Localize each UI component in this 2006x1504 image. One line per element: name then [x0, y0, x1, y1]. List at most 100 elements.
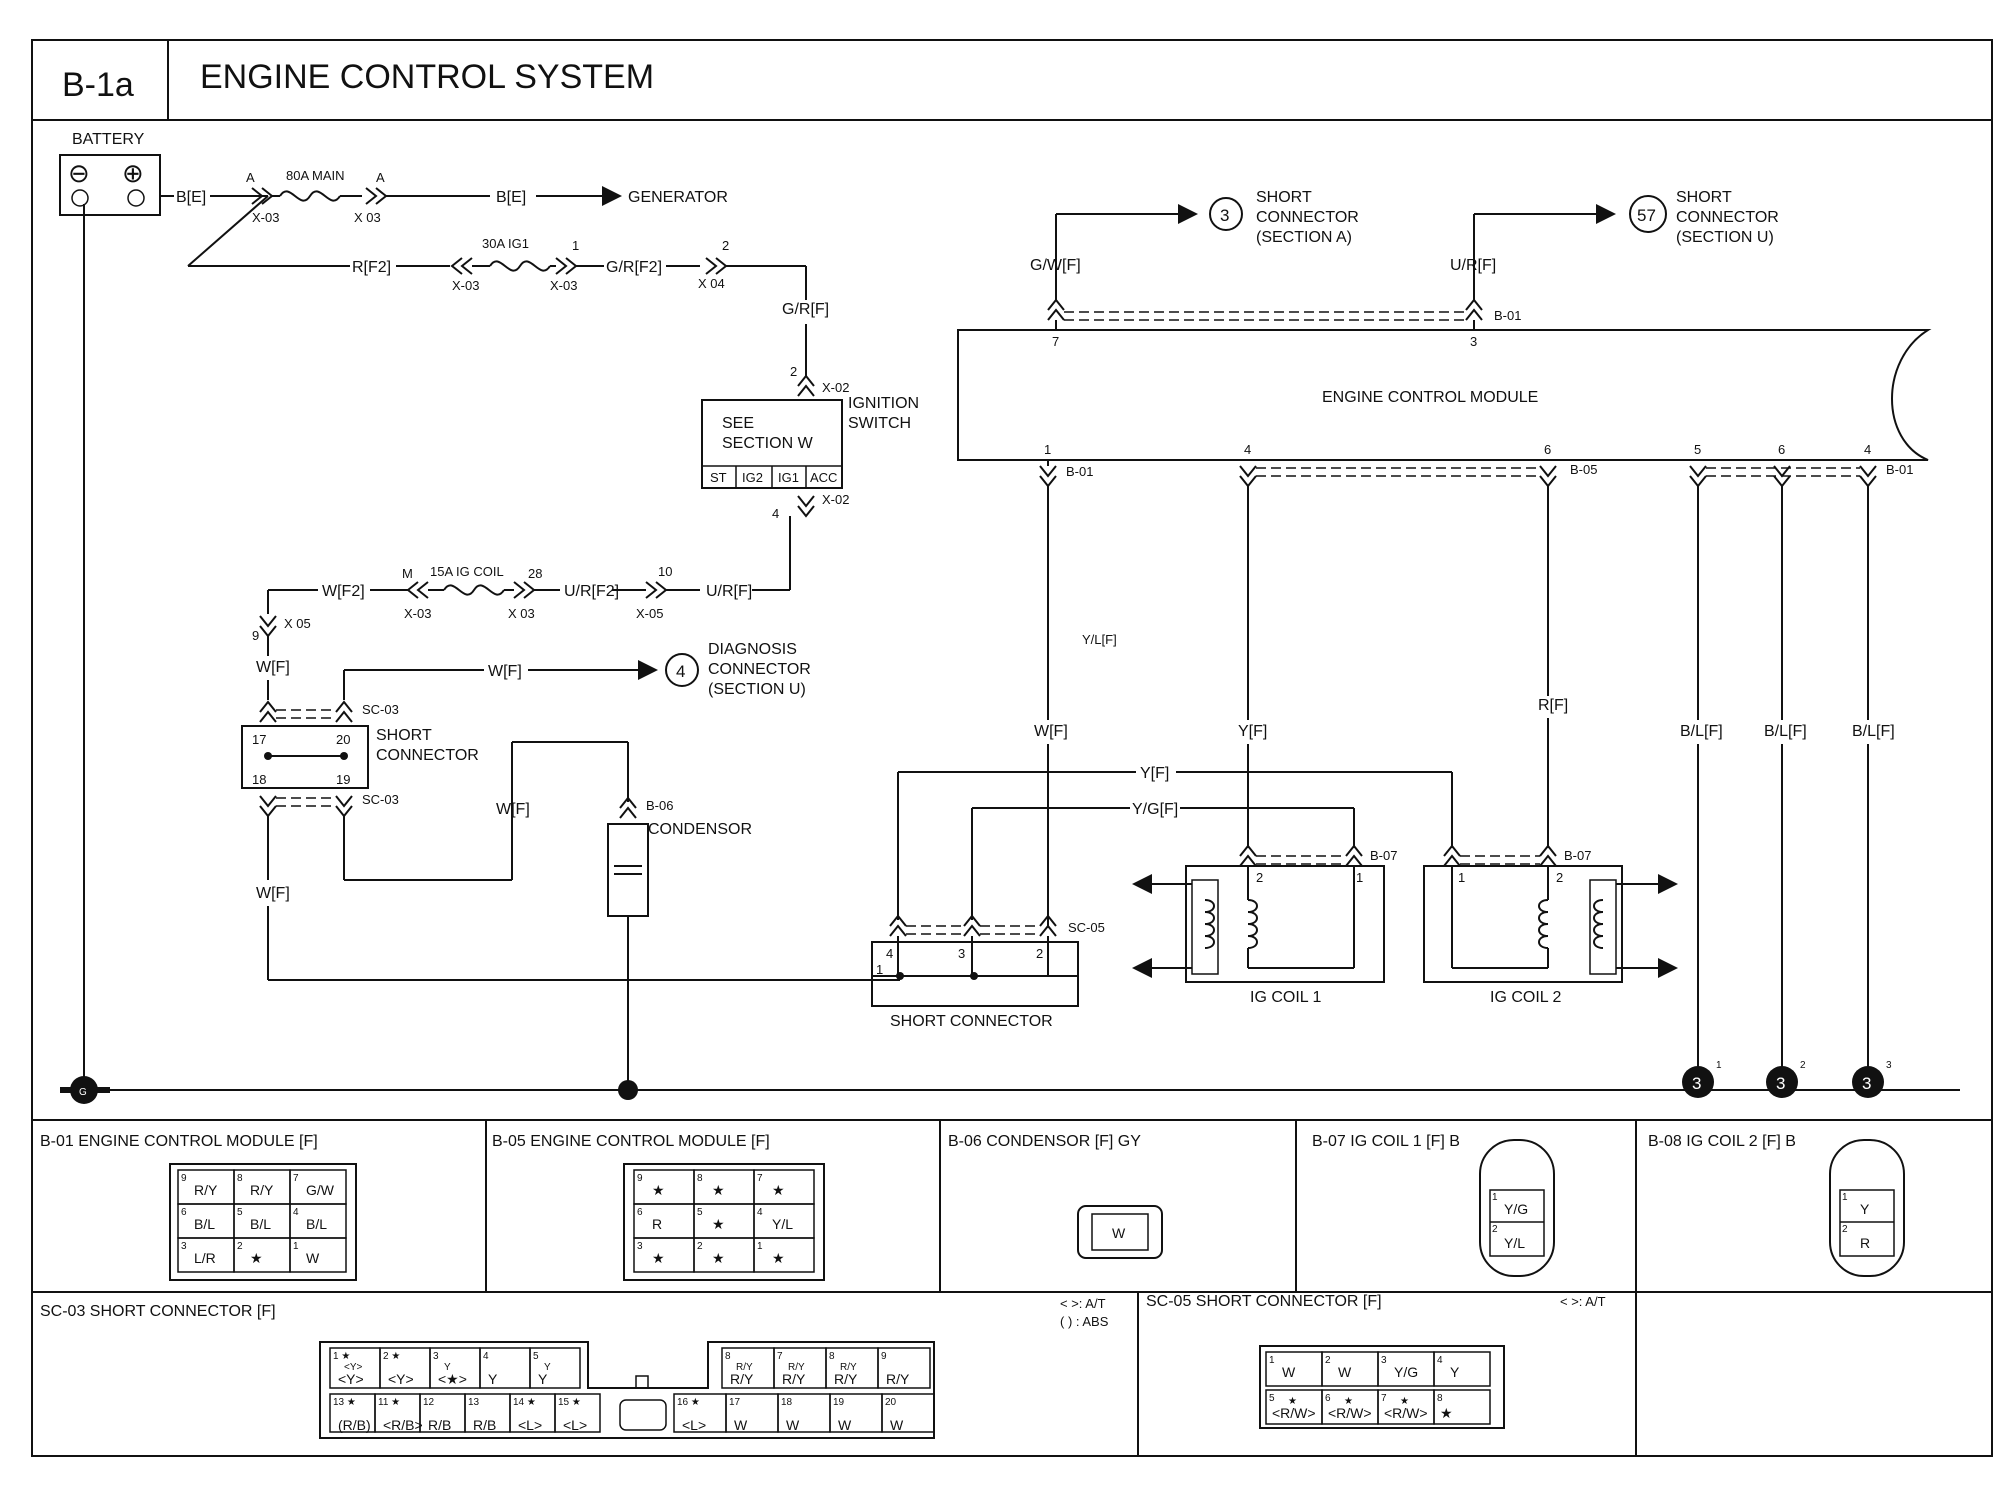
sc03-cell-value: <★>: [438, 1371, 467, 1387]
b05-pin-number: 7: [757, 1173, 763, 1184]
wire-label-gwf: G/W[F]: [1030, 257, 1081, 274]
wire-label-urf: U/R[F]: [706, 583, 752, 600]
sc03-cell-top: <Y>: [344, 1362, 363, 1373]
b07-connector-view: 1 Y/G 2 Y/L: [1479, 1139, 1555, 1277]
sc03-short-2: CONNECTOR: [376, 747, 479, 764]
b05-pin-number: 8: [697, 1173, 703, 1184]
ground-ref-3: 3 3: [1852, 1060, 1892, 1098]
sc03-pin-number: 15 ★: [558, 1397, 581, 1408]
b05-cell-value: ★: [772, 1182, 785, 1198]
see-text: SEE: [722, 415, 754, 432]
conn-x03-a: X-03: [252, 210, 279, 225]
b07-label-b: B-07: [1564, 848, 1591, 863]
sc05-pin-number: 4: [1437, 1355, 1443, 1366]
sc03-cell-value: <Y>: [338, 1371, 364, 1387]
conn-x04: X 04: [698, 276, 725, 291]
sc03-pin-number: 16 ★: [677, 1397, 700, 1408]
short-connector-sc03: 17 20 18 19: [241, 725, 369, 789]
coil1-pin-1: 1: [1356, 870, 1363, 885]
b05-pin-number: 5: [697, 1207, 703, 1218]
b05-pin-number: 9: [637, 1173, 643, 1184]
sc05-conn-title: SC-05 SHORT CONNECTOR [F]: [1146, 1293, 1382, 1310]
sc05-cell-box: [1433, 1351, 1491, 1387]
sc-u-label-3: (SECTION U): [1676, 229, 1774, 246]
battery-minus-icon: ⊖: [68, 158, 90, 188]
sc03-cell-top: R/Y: [788, 1362, 805, 1373]
sc05-cell-value: W: [1338, 1364, 1352, 1380]
diag-ref-num: 4: [676, 662, 685, 681]
coil2-pin-1: 1: [1458, 870, 1465, 885]
sc03-pin-18: 18: [252, 772, 266, 787]
sc03-pin-number: 17: [729, 1397, 741, 1408]
ignition-label-1: IGNITION: [848, 395, 919, 412]
b01-pin-number: 6: [181, 1207, 187, 1218]
ig-coil-1: 2 1: [1132, 865, 1385, 983]
sc03-cell-box: [877, 1347, 931, 1389]
sc03-label-b: SC-03: [362, 792, 399, 807]
ground-g-label: G: [79, 1087, 87, 1098]
condensor-label: CONDENSOR: [648, 821, 752, 838]
b05-pin-number: 6: [637, 1207, 643, 1218]
ground-ref-3-num: 3: [1862, 1074, 1871, 1093]
switch-ig1: IG1: [778, 470, 799, 485]
sc05-cell-value: ★: [1440, 1405, 1453, 1421]
b06-label: B-06: [646, 798, 673, 813]
wire-label-yf-2: Y[F]: [1140, 765, 1169, 782]
b01-left-label: B-01: [1066, 464, 1093, 479]
b01-cell-box: [289, 1237, 347, 1273]
sc-u-label-1: SHORT: [1676, 189, 1732, 206]
sc03-cell-top: R/Y: [736, 1362, 753, 1373]
sc03-cell-value: R/Y: [834, 1371, 858, 1387]
b05-cell-value: Y/L: [772, 1216, 793, 1232]
sc03-cell-value: (R/B): [338, 1417, 371, 1433]
conn-x03-f: X 03: [508, 606, 535, 621]
b08-conn-title: B-08 IG COIL 2 [F] B: [1648, 1133, 1796, 1150]
b01-pin-number: 9: [181, 1173, 187, 1184]
b07-cell-2: Y/L: [1504, 1235, 1525, 1251]
sc03-pin-number: 20: [885, 1397, 897, 1408]
sc03-cell-value: R/Y: [886, 1371, 910, 1387]
wire-label-wf-3: W[F]: [496, 801, 530, 818]
pin-a-2: A: [376, 170, 385, 185]
b05-cell-value: ★: [652, 1182, 665, 1198]
ground-ref-2-sub: 2: [1800, 1060, 1806, 1071]
wire-label-ygf: Y/G[F]: [1132, 801, 1178, 818]
pin-1: 1: [572, 238, 579, 253]
sc03-pin-number: 13: [468, 1397, 480, 1408]
conn-x03-c: X-03: [452, 278, 479, 293]
sc03-cell-value: R/Y: [730, 1371, 754, 1387]
pin-a-1: A: [246, 170, 255, 185]
sc-a-label-2: CONNECTOR: [1256, 209, 1359, 226]
b01-pin-number: 2: [237, 1241, 243, 1252]
sc03-cell-value: Y: [488, 1371, 498, 1387]
sc05-cell-top: ★: [1288, 1396, 1297, 1407]
page-frame: [31, 39, 1993, 1457]
diag-label-3: (SECTION U): [708, 681, 806, 698]
b08-connector-view: 1 Y 2 R: [1829, 1139, 1905, 1277]
sc03-pin-number: 14 ★: [513, 1397, 536, 1408]
wire-label-ylf: Y/L[F]: [1082, 632, 1117, 647]
b01-pin-number: 4: [293, 1207, 299, 1218]
wire-label-grf2: G/R[F2]: [606, 259, 662, 276]
b05-pin-number: 1: [757, 1241, 763, 1252]
conn-x03-e: X-03: [404, 606, 431, 621]
sc05-cell-box: [1433, 1389, 1491, 1425]
sc05-label: SC-05: [1068, 920, 1105, 935]
wire-label-urf2: U/R[F2]: [564, 583, 619, 600]
wire-label-wf2: W[F2]: [322, 583, 365, 600]
conn-x05-b: X 05: [284, 616, 311, 631]
sc03-cell-value: R/B: [428, 1417, 451, 1433]
ground-ref-2-num: 3: [1776, 1074, 1785, 1093]
sc05-pin-2: 2: [1036, 946, 1043, 961]
switch-ig2: IG2: [742, 470, 763, 485]
ecm-pin-b6: 6: [1544, 442, 1551, 457]
engine-control-module: ENGINE CONTROL MODULE 7 3 1 4 6 5 6 4: [957, 329, 1932, 461]
ecm-pin-b6b: 6: [1778, 442, 1785, 457]
sc03-cell-value: <R/B>: [383, 1417, 423, 1433]
b01-cell-value: G/W: [306, 1182, 335, 1198]
ground-ref-1-sub: 1: [1716, 1060, 1722, 1071]
wire-label-be-2: B[E]: [496, 189, 526, 206]
sc03-pin-number: 4: [483, 1351, 489, 1362]
sc03-short-1: SHORT: [376, 727, 432, 744]
ground-ref-2: 3 2: [1766, 1060, 1806, 1098]
